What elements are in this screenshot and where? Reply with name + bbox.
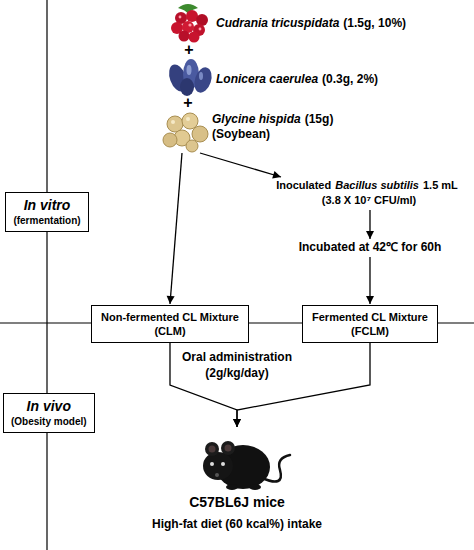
node-text: 1.5 mL [423, 179, 458, 191]
node-text: In vivo [11, 398, 87, 415]
node-text: (0.3g, 2%) [322, 72, 378, 86]
arrow-head [366, 231, 374, 239]
arrow-head [233, 419, 241, 427]
honeysuckle-illustration [166, 59, 215, 96]
flow-arrow [200, 153, 281, 179]
arrow-head [233, 419, 241, 427]
node-text: Lonicera caerulea [216, 72, 318, 86]
node-text: Cudrania tricuspidata [216, 16, 339, 30]
mixture-box: Fermented CL Mixture(FCLM) [302, 305, 438, 343]
plus-sign: + [183, 96, 192, 110]
raspberry-illustration [171, 4, 208, 43]
node-text: Bacillus subtilis [335, 179, 419, 191]
dose-note: (2g/kg/day) [203, 366, 270, 381]
flow-arrow [366, 210, 374, 239]
flow-arrow [167, 153, 182, 304]
node-text: (CLM) [101, 324, 239, 338]
ingredient-item: Glycine hispida (15g)(Soybean) [160, 110, 333, 152]
animal-model: C57BL6J miceHigh-fat diet (60 kcal%) int… [152, 428, 322, 532]
process-step: Incubated at 42℃ for 60h [299, 240, 442, 255]
node-text: In vitro [13, 197, 80, 214]
ingredient-item: Cudrania tricuspidata (1.5g, 10%) [164, 8, 406, 44]
node-text: (1.5g, 10%) [343, 16, 406, 30]
soybean-illustration [163, 113, 208, 152]
flow-arrow [366, 257, 374, 304]
node-text: (Soybean) [212, 127, 333, 142]
arrow-head [167, 296, 175, 304]
node-text: Glycine hispida [212, 112, 301, 126]
node-text: Inoculated [276, 179, 331, 191]
process-step: Inoculated Bacillus subtilis 1.5 mL (3.8 X … [267, 178, 471, 208]
node-text: (fermentation) [13, 214, 80, 227]
arrow-line [170, 153, 182, 304]
node-text: Non-fermented CL Mixture [101, 310, 239, 324]
plus-sign: + [184, 43, 193, 57]
section-box: In vitro(fermentation) [5, 192, 88, 232]
section-box: In vivo(Obesity model) [3, 393, 95, 433]
arrow-line [200, 153, 281, 177]
mouse-illustration [203, 441, 290, 490]
divider-line [46, 0, 47, 550]
node-text: High-fat diet (60 kcal%) intake [152, 517, 322, 532]
node-text: (FCLM) [312, 324, 428, 338]
node-text: C57BL6J mice [152, 494, 322, 511]
mixture-box: Non-fermented CL Mixture(CLM) [91, 305, 249, 343]
route-note: Oral administration [180, 350, 294, 365]
arrow-head [366, 296, 374, 304]
node-text: Fermented CL Mixture [312, 310, 428, 324]
node-text: Incubated at 42℃ for 60h [299, 240, 442, 255]
arrow-head [272, 171, 281, 179]
ingredient-item: Lonicera caerulea (0.3g, 2%) [164, 60, 378, 96]
node-text: (Obesity model) [11, 415, 87, 428]
node-text: (15g) [305, 112, 334, 126]
node-text: (3.8 X 10⁷ CFU/ml) [267, 193, 471, 208]
